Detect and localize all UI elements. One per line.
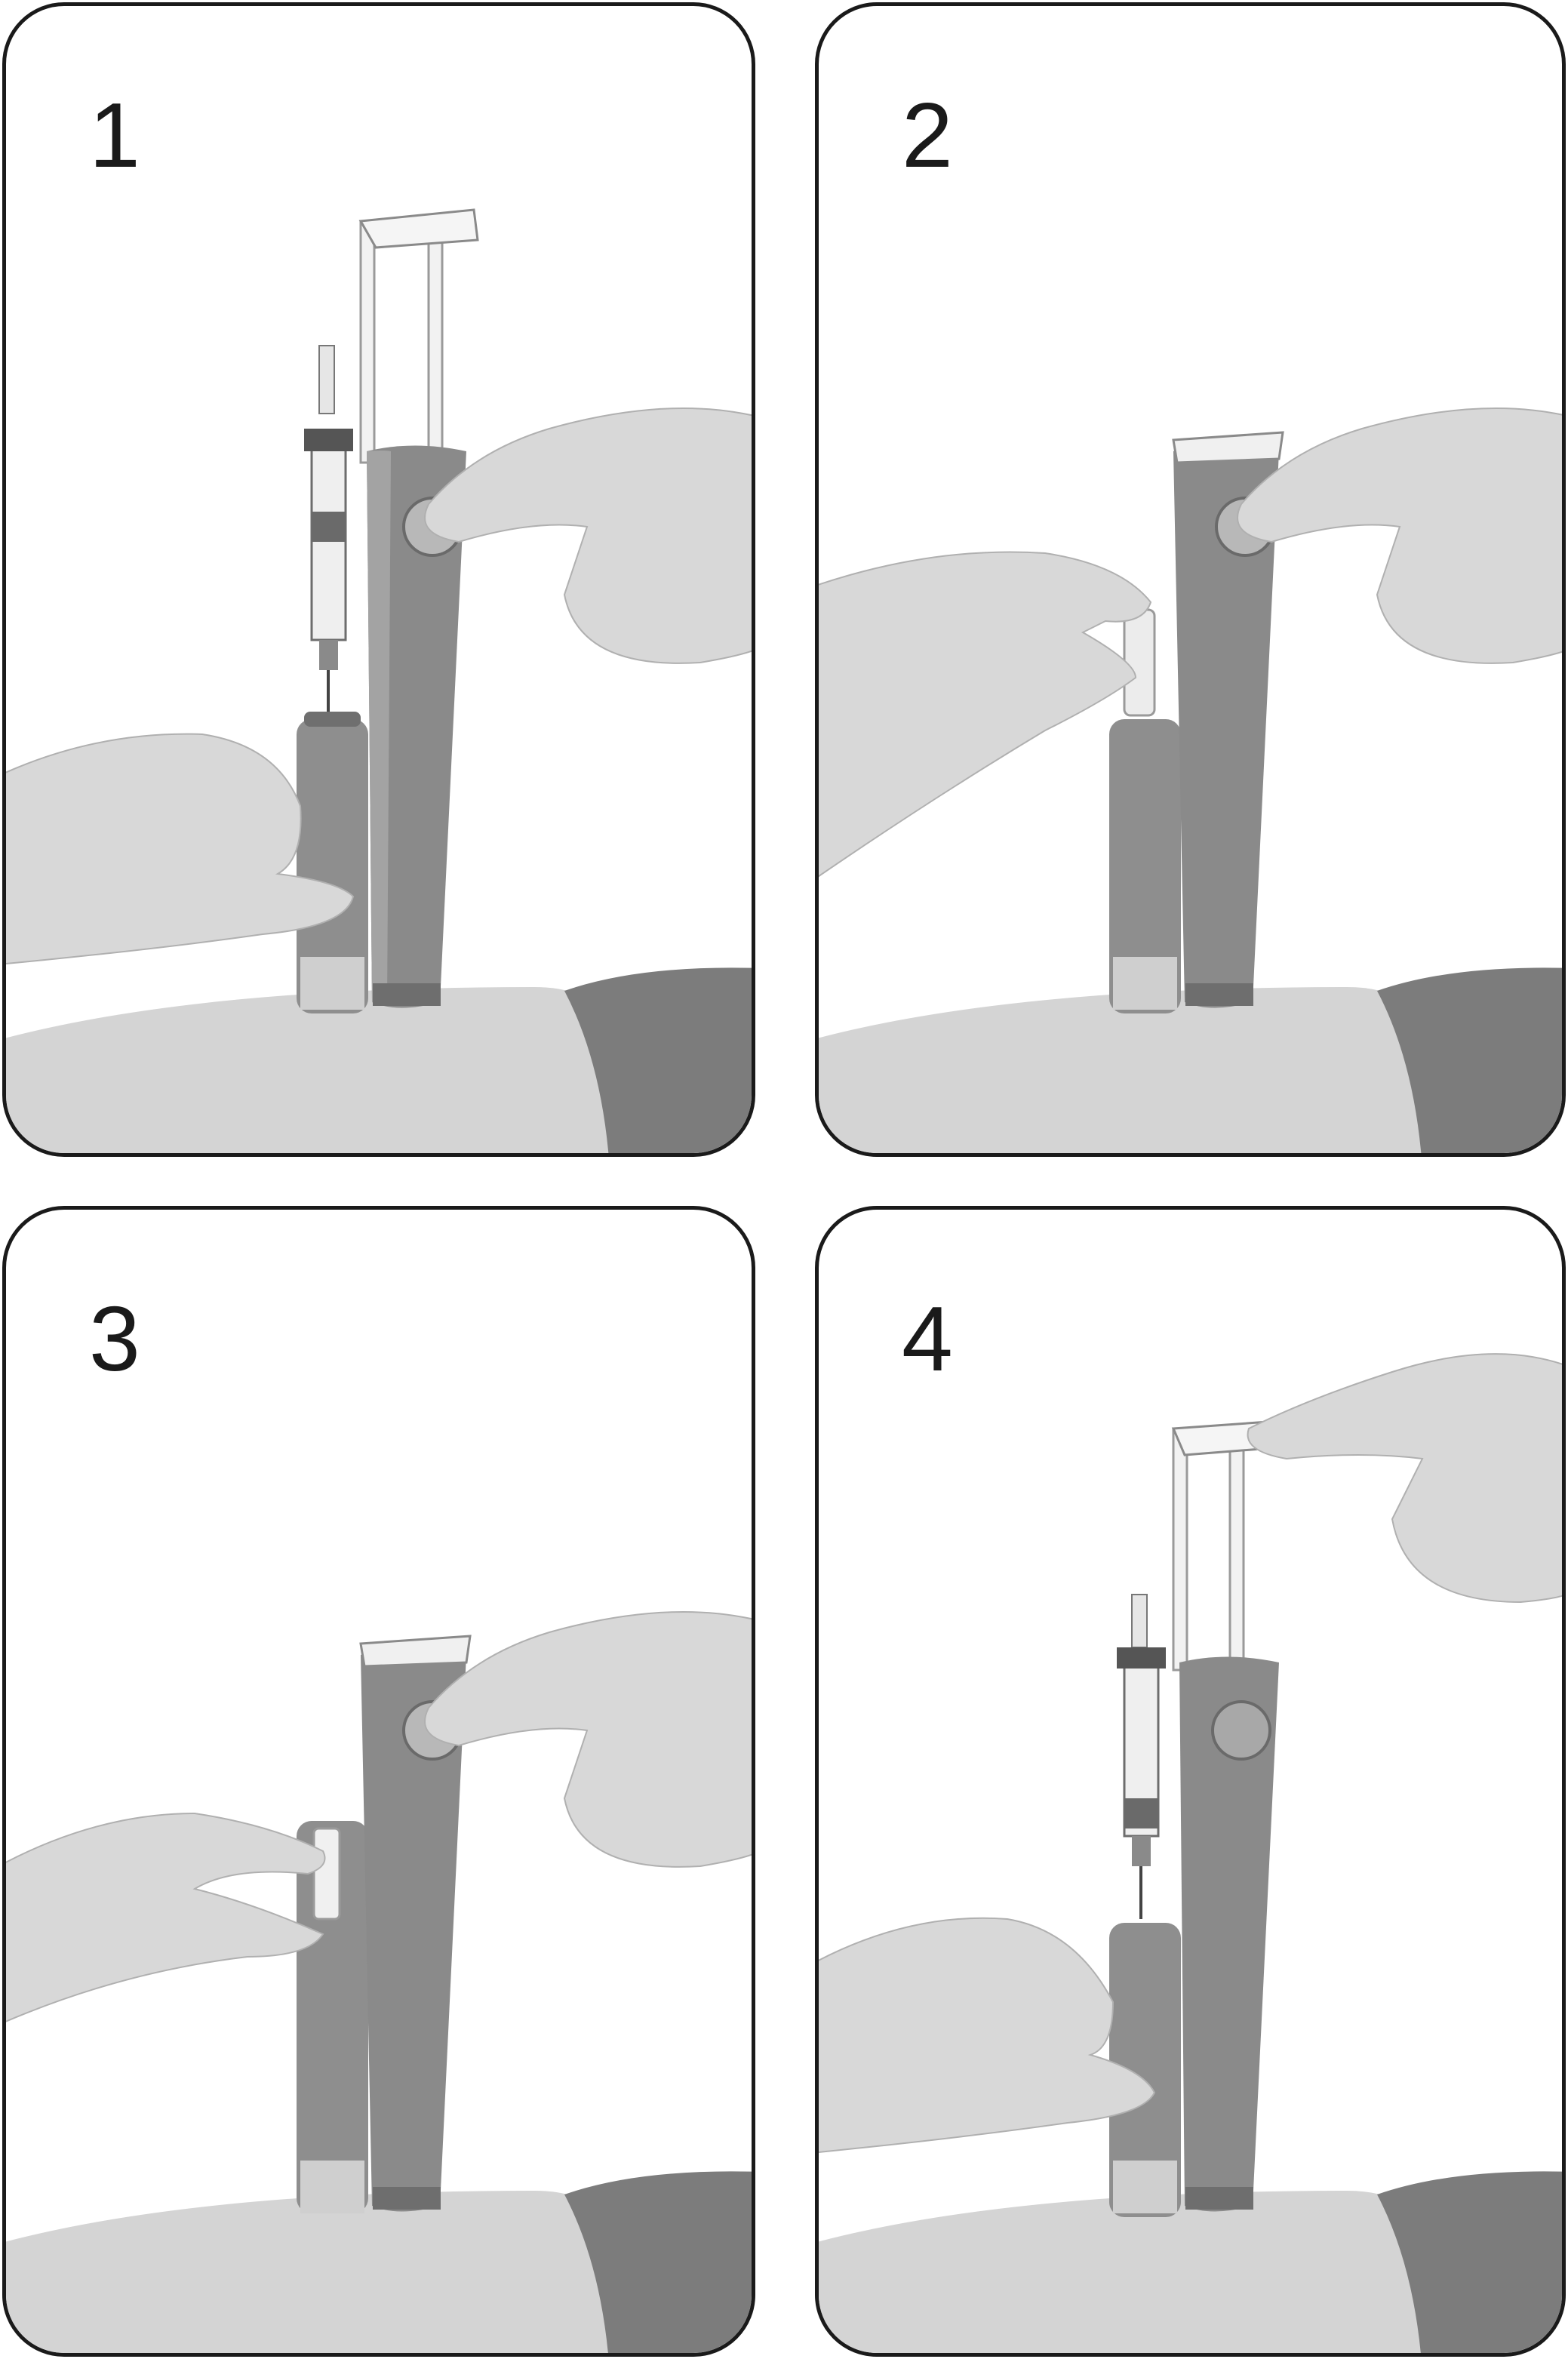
syringe <box>1117 1594 1166 1919</box>
cartridge-holder <box>297 1821 368 2213</box>
left-hand <box>819 551 1152 878</box>
injector-device <box>1172 431 1284 1008</box>
injector-device <box>1171 1419 1282 2212</box>
injector-device <box>359 1635 472 2212</box>
sleeve <box>564 967 752 1153</box>
step-1-illustration <box>6 208 752 1153</box>
sleeve <box>564 2171 752 2353</box>
vial <box>312 1827 341 1921</box>
right-hand <box>424 408 752 664</box>
sleeve <box>1377 2171 1562 2353</box>
cartridge-holder <box>1109 1923 1181 2217</box>
cartridge-holder <box>297 719 368 1013</box>
step-panel-3: 3 <box>2 1206 755 2357</box>
forearm <box>6 987 632 1153</box>
right-hand <box>1247 1353 1562 1604</box>
step-4-illustration <box>819 1353 1562 2353</box>
trigger-button <box>1211 1700 1271 1761</box>
left-hand <box>6 1812 326 2022</box>
step-panel-2: 2 <box>815 2 1566 1157</box>
vial-cap <box>1123 608 1156 717</box>
sleeve <box>1377 967 1562 1153</box>
left-hand <box>6 733 355 965</box>
step-2-illustration <box>819 408 1562 1153</box>
forearm <box>6 2191 632 2353</box>
left-hand <box>819 1917 1156 2153</box>
right-hand <box>424 1611 752 1868</box>
step-panel-1: 1 <box>2 2 755 1157</box>
step-number: 4 <box>902 1287 953 1390</box>
step-number: 1 <box>89 84 140 186</box>
cartridge-holder <box>1109 719 1181 1013</box>
forearm <box>819 987 1445 1153</box>
forearm <box>819 2191 1445 2353</box>
injector-device <box>358 208 479 1008</box>
step-3-illustration <box>6 1611 752 2353</box>
step-panel-4: 4 <box>815 1206 1566 2357</box>
step-number: 3 <box>89 1287 140 1390</box>
right-hand <box>1237 408 1562 664</box>
step-number: 2 <box>902 84 953 186</box>
syringe <box>304 345 353 712</box>
